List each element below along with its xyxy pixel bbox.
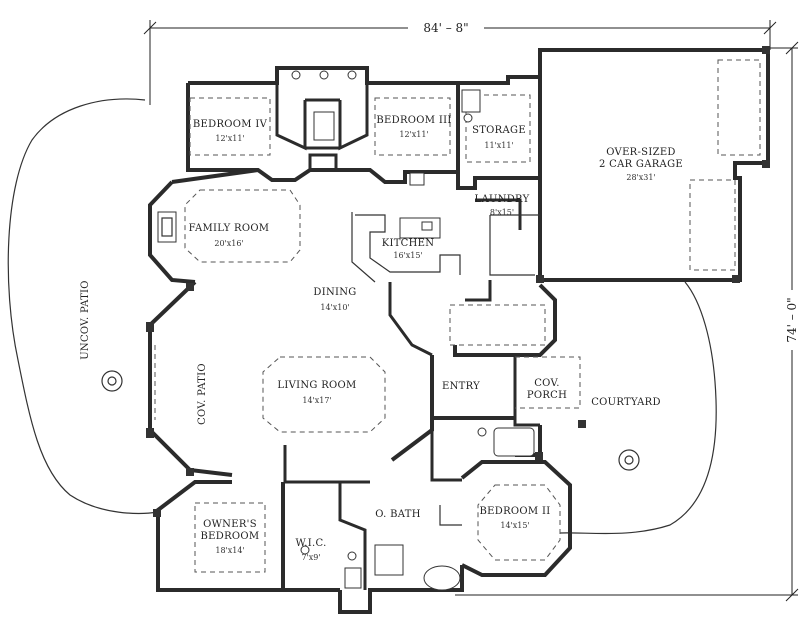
depth-dimension-label: 74' – 0" <box>785 297 799 342</box>
room-bedroom3-size: 12'x11' <box>399 130 428 139</box>
room-dining-name: DINING <box>313 287 356 298</box>
room-bedroom4-name: BEDROOM IV <box>193 119 268 130</box>
courtyard-outline <box>559 281 717 535</box>
room-wic-name: W.I.C. <box>295 538 326 549</box>
room-laundry-size: 8'x15' <box>490 208 514 217</box>
room-storage-name: STORAGE <box>472 125 526 136</box>
room-living-size: 14'x17' <box>302 396 331 405</box>
uncov-patio-outline <box>7 98 159 515</box>
room-owners-size: 18'x14' <box>215 546 244 555</box>
room-living-name: LIVING ROOM <box>277 380 356 391</box>
room-bedroom2-size: 14'x15' <box>500 521 529 530</box>
uncov-patio-label: UNCOV. PATIO <box>80 280 91 360</box>
room-porch-name-2: PORCH <box>527 390 567 401</box>
room-bedroom2-name: BEDROOM II <box>480 506 551 517</box>
room-garage-name-2: 2 CAR GARAGE <box>599 159 683 170</box>
room-owners-name-2: BEDROOM <box>201 531 260 542</box>
room-kitchen-size: 16'x15' <box>393 251 422 260</box>
room-family-name: FAMILY ROOM <box>189 223 270 234</box>
room-entry-name: ENTRY <box>442 381 480 392</box>
room-wic-size: 7'x9' <box>301 553 320 562</box>
cov-patio-label: COV. PATIO <box>197 363 208 425</box>
room-courtyard-name: COURTYARD <box>591 397 661 408</box>
fireplace <box>157 211 177 243</box>
room-dining-size: 14'x10' <box>320 303 349 312</box>
room-bedroom4-size: 12'x11' <box>215 134 244 143</box>
room-storage-size: 11'x11' <box>484 141 513 150</box>
ceiling-outlines <box>154 59 761 573</box>
room-laundry-name: LAUNDRY <box>475 194 530 205</box>
interior-walls <box>275 83 540 590</box>
room-porch-name-1: COV. <box>534 378 560 389</box>
width-dimension-label: 84' – 8" <box>423 21 468 35</box>
room-kitchen-name: KITCHEN <box>382 238 435 249</box>
bath-fixtures <box>291 70 535 591</box>
width-dimension-line: 84' – 8" <box>143 18 777 105</box>
room-bedroom3-name: BEDROOM III <box>376 115 451 126</box>
room-obath-name: O. BATH <box>375 509 420 520</box>
room-family-size: 20'x16' <box>214 239 243 248</box>
kitchen-counters <box>351 172 540 283</box>
room-owners-name-1: OWNER'S <box>203 519 257 530</box>
depth-dimension-line: 74' – 0" <box>455 41 800 602</box>
room-garage-name-1: OVER-SIZED <box>606 147 676 158</box>
room-labels: BEDROOM IV 12'x11' BEDROOM III 12'x11' S… <box>80 115 683 562</box>
columns <box>146 46 770 517</box>
room-garage-size: 28'x31' <box>626 173 655 182</box>
tree-symbols <box>101 370 640 471</box>
